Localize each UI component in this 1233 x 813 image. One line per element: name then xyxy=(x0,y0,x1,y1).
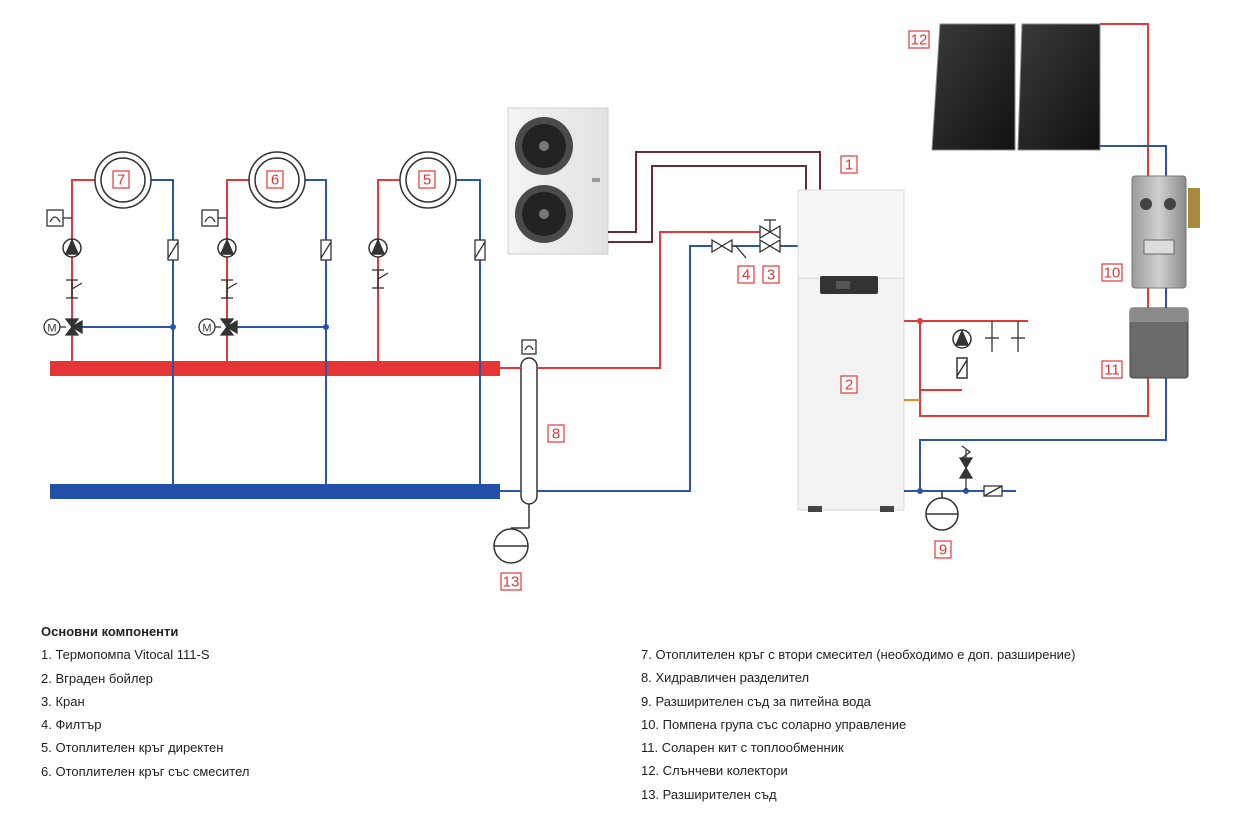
pump-icon xyxy=(368,238,388,258)
marker-box xyxy=(737,265,755,284)
motor-label: M xyxy=(202,323,211,335)
legend-item: 7. Отоплителен кръг с втори смесител (не… xyxy=(641,647,1076,662)
thermostat-icon xyxy=(521,339,537,355)
legend-right: 7. Отоплителен кръг с втори смесител (не… xyxy=(641,643,1075,806)
junction-dot xyxy=(917,488,923,494)
legend-item: 2. Вграден бойлер xyxy=(41,670,153,686)
marker-box xyxy=(112,170,130,189)
marker-10: 10 xyxy=(1101,263,1123,282)
marker-1: 1 xyxy=(840,155,858,174)
check-valve-icon xyxy=(372,269,389,289)
marker-box xyxy=(762,265,780,284)
marker-label: 5 xyxy=(423,172,431,189)
heating-circuit-7 xyxy=(71,179,174,484)
legend-item: 10. Помпена група със соларно управление xyxy=(641,716,907,732)
check-valve-icon xyxy=(221,279,238,299)
marker-12: 12 xyxy=(908,30,930,49)
marker-label: 1 xyxy=(845,157,853,174)
marker-label: 8 xyxy=(552,426,560,443)
legend-item: 9. Разширителен съд за питейна вода xyxy=(641,693,871,709)
solar-kit xyxy=(1129,307,1189,379)
marker-2: 2 xyxy=(840,375,858,394)
marker-13: 13 xyxy=(500,572,522,591)
check-valve-icon xyxy=(66,279,83,299)
marker-label: 7 xyxy=(117,172,125,189)
marker-box xyxy=(1101,263,1123,282)
marker-box xyxy=(840,155,858,174)
marker-label: 3 xyxy=(767,267,775,284)
marker-box xyxy=(840,375,858,394)
hot-header xyxy=(50,361,500,376)
marker-box xyxy=(934,540,952,559)
marker-5: 5 xyxy=(418,170,436,189)
marker-box xyxy=(908,30,930,49)
marker-4: 4 xyxy=(737,265,755,284)
legend-item: 13. Разширителен съд xyxy=(641,786,777,802)
mixing-valve-icon xyxy=(198,318,238,336)
circulation-pump-icon xyxy=(952,329,972,379)
legend-left: Основни компоненти 1. Термопомпа Vitocal… xyxy=(41,620,249,783)
cold-header xyxy=(50,484,500,499)
legend-item: 6. Отоплителен кръг със смесител xyxy=(41,763,250,779)
expansion-vessel-13 xyxy=(493,528,529,564)
filter-icon xyxy=(711,238,747,259)
heating-system-diagram: M M xyxy=(43,23,1200,591)
marker-11: 11 xyxy=(1101,360,1123,379)
thermostat-icon xyxy=(201,209,227,227)
marker-label: 12 xyxy=(911,32,928,49)
heating-circuit-5 xyxy=(377,179,481,484)
header-connectors xyxy=(172,376,481,484)
motor-label: M xyxy=(47,323,56,335)
legend-item: 1. Термопомпа Vitocal 111-S xyxy=(41,647,210,663)
marker-box xyxy=(1101,360,1123,379)
junction-dot xyxy=(917,318,923,324)
pressure-reducer-icon xyxy=(983,485,1003,497)
marker-9: 9 xyxy=(934,540,952,559)
heating-circuit-6 xyxy=(226,179,327,484)
marker-box xyxy=(500,572,522,591)
legend-item: 4. Филтър xyxy=(41,717,102,733)
expansion-vessel-9 xyxy=(925,497,959,531)
radiator-valve-icon xyxy=(167,239,486,261)
legend-title: Основни компоненти xyxy=(41,624,179,639)
thermostat-icon xyxy=(46,209,72,227)
junction-dots xyxy=(170,324,329,330)
pump-icon xyxy=(217,238,237,258)
marker-label: 11 xyxy=(1104,362,1120,379)
legend-item: 3. Кран xyxy=(41,693,85,709)
safety-valve-icon xyxy=(958,445,974,491)
marker-label: 13 xyxy=(503,574,520,591)
solar-collectors xyxy=(931,23,1101,151)
pump-icon xyxy=(62,238,82,258)
marker-6: 6 xyxy=(266,170,284,189)
valve-icon xyxy=(759,219,781,254)
legend-item: 5. Отоплителен кръг директен xyxy=(41,740,224,756)
hydraulic-separator xyxy=(520,357,538,505)
marker-label: 10 xyxy=(1104,265,1121,282)
marker-box xyxy=(547,424,565,443)
marker-8: 8 xyxy=(547,424,565,443)
outdoor-unit xyxy=(507,107,609,255)
marker-label: 6 xyxy=(271,172,279,189)
marker-3: 3 xyxy=(762,265,780,284)
marker-7: 7 xyxy=(112,170,130,189)
legend-item: 12. Слънчеви колектори xyxy=(641,763,788,779)
marker-label: 4 xyxy=(742,267,750,284)
solar-pump-group xyxy=(1131,175,1200,289)
marker-label: 9 xyxy=(939,542,947,559)
marker-box xyxy=(418,170,436,189)
legend-item: 11. Соларен кит с топлообменник xyxy=(641,740,844,756)
marker-box xyxy=(266,170,284,189)
indoor-heat-pump xyxy=(797,189,905,512)
tap-icons xyxy=(985,321,1025,352)
marker-label: 2 xyxy=(845,377,853,394)
mixing-valve-icon xyxy=(43,318,83,336)
legend-item: 8. Хидравличен разделител xyxy=(641,670,810,686)
